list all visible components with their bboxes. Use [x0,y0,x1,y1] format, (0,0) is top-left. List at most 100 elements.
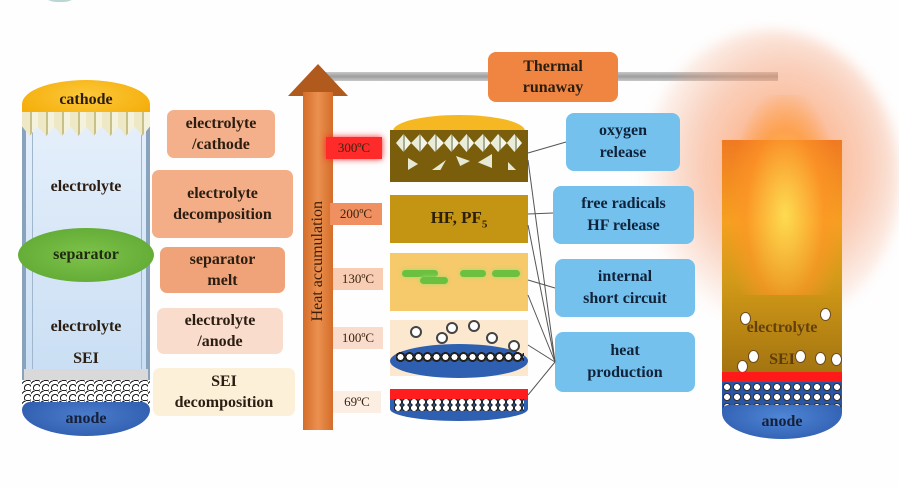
fragment-icon [432,160,446,170]
temp-tag-130: 130ºC [333,268,383,290]
electrolyte-bottom-label: electrolyte [50,318,122,335]
hf-text: HF, PF [430,207,482,227]
heat-accumulation-text: Heat accumulation [309,200,326,322]
reaction-electrolyte-cathode: electrolyte/cathode [167,110,275,158]
gas-bubble [795,350,806,363]
reaction-electrolyte-anode: electrolyte/anode [157,308,283,354]
outcome-line2: production [587,364,663,381]
reaction-line1: SEI [211,373,237,390]
layer-oxygen-release [390,130,528,182]
gas-bubble [508,340,520,352]
fire-electrolyte-label: electrolyte [746,319,818,336]
connector-heat-from-separator [527,294,556,363]
layer-separator-melt [390,253,528,311]
outcome-line2: release [599,144,647,161]
melt-strand [492,270,520,277]
connector-oxygen [527,141,567,154]
outcome-oxygen-release: oxygen release [566,113,680,171]
reaction-sei-decomposition: SEI decomposition [153,368,295,416]
cathode-label: cathode [59,91,113,108]
fragment-icon [508,162,516,170]
electrolyte-top-label: electrolyte [50,178,122,195]
sei-band [24,369,148,381]
gas-bubble [740,312,751,325]
connector-heat-from-hf [527,224,556,363]
lithium-particle-row [396,352,524,362]
runaway-line1: Thermal [523,58,583,75]
temp-value: 69ºC [344,394,370,409]
connector-heat-from-anode [527,344,556,363]
gas-bubble [446,322,458,334]
separator-label: separator [53,246,119,263]
reaction-line2: decomposition [173,206,272,223]
outcome-line1: oxygen [599,122,647,139]
lithium-particle-rows [394,399,524,411]
reaction-line2: /anode [197,333,243,350]
fragment-icon [456,156,470,166]
gas-bubble [748,350,759,363]
outcome-free-radicals: free radicals HF release [553,186,694,244]
sei-label: SEI [73,350,99,367]
layer-hf-pf5: HF, PF5 [390,195,528,243]
reaction-line2: /cathode [192,136,250,153]
fire-sei-label: SEI [769,351,795,368]
layer-sei-red [390,389,528,399]
arrow-head-icon [288,64,348,96]
melt-strand [460,270,486,277]
gas-bubble [815,352,826,365]
temp-value: 300ºC [337,140,371,155]
reaction-line1: electrolyte [185,115,257,132]
connector-heat-from-cathode [527,159,556,363]
gas-bubble [831,353,842,366]
layer-electrolyte-anode [390,320,528,378]
reaction-line2: decomposition [174,394,274,411]
fire-anode-label: anode [761,413,803,430]
connector-heat-from-sei [527,361,556,396]
top-arc-decoration [40,0,80,2]
temp-tag-100: 100ºC [333,327,383,349]
anode-label: anode [65,410,107,427]
connector-hf [527,212,554,215]
layer-anode-bottom [390,399,528,421]
gas-bubble [468,320,480,332]
gas-bubble [436,332,448,344]
outcome-line1: free radicals [581,195,666,212]
flame-icon [730,95,840,295]
fragment-icon [408,158,418,170]
pf-subscript: 5 [481,218,488,231]
hf-pf5-label: HF, PF5 [431,208,488,230]
outcome-line1: internal [597,268,653,285]
runaway-line2: runaway [522,79,584,96]
outcome-internal-short-circuit: internal short circuit [555,259,695,317]
gas-bubble [486,332,498,344]
fire-sei-band [722,372,842,382]
temp-tag-300: 300ºC [326,137,382,159]
outcome-line2: short circuit [583,290,667,307]
connector-short-circuit [527,279,556,289]
fire-anode-cap: anode [722,405,842,439]
reaction-line2: melt [207,272,238,289]
gas-bubble [410,326,422,338]
reaction-electrolyte-decomposition: electrolyte decomposition [152,170,293,238]
temp-value: 100ºC [341,330,375,345]
reaction-separator-melt: separator melt [160,247,285,293]
reaction-line1: electrolyte [187,185,258,202]
separator-disk: separator [18,228,154,282]
reaction-line1: electrolyte [184,312,256,329]
battery-cell-diagram: cathode electrolyte separator electrolyt… [18,80,154,436]
thermal-runaway-box: Thermal runaway [488,52,618,102]
crystal-fragments [396,134,522,152]
outcome-heat-production: heat production [555,332,695,392]
temp-tag-200: 200ºC [330,203,382,225]
melt-strand [420,277,448,284]
anode-cap: anode [22,402,150,436]
outcome-line1: heat [610,342,640,359]
outcome-line2: HF release [587,217,660,234]
temp-tag-69: 69ºC [333,391,381,413]
melt-strand [402,270,438,277]
gas-bubble [820,308,831,321]
reaction-line1: separator [189,251,256,268]
fragment-icon [478,154,492,168]
temp-value: 200ºC [339,206,373,221]
temp-value: 130ºC [341,271,375,286]
